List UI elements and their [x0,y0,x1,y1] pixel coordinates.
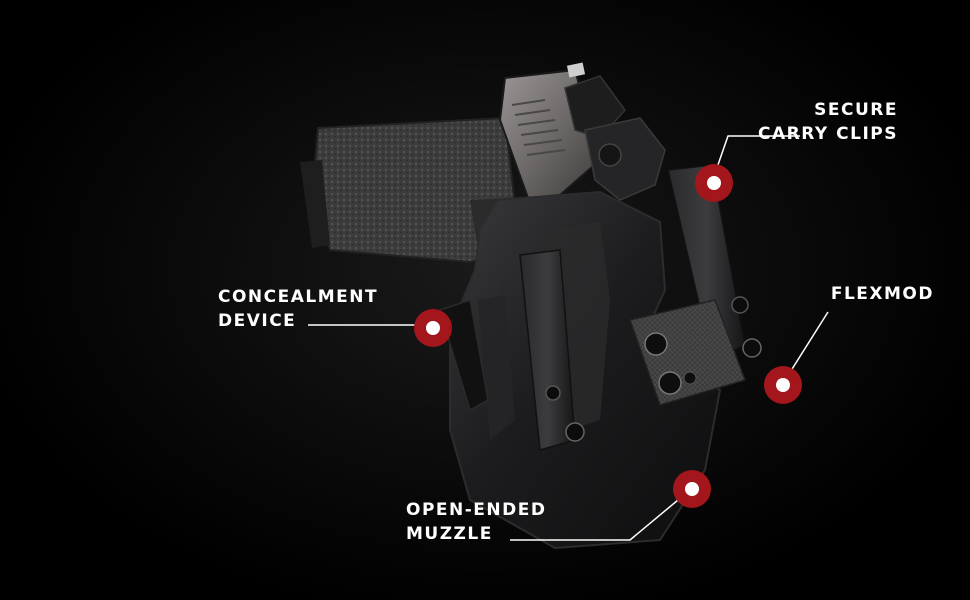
callout-open-ended-muzzle: OPEN-ENDED MUZZLE [406,498,546,546]
marker-concealment [414,309,452,347]
callout-flexmod: FLEXMOD [831,282,934,306]
callout-muzzle-line2: MUZZLE [406,524,493,544]
callout-secure-line2: CARRY CLIPS [758,124,898,144]
flexmod-strap [629,299,746,406]
callout-concealment-line2: DEVICE [218,311,297,331]
callout-secure-carry-clips: SECURE CARRY CLIPS [758,98,898,146]
marker-flexmod [764,366,802,404]
callout-concealment-line1: CONCEALMENT [218,287,379,307]
concealment-claw [439,299,489,412]
leader-line-muzzle [510,489,691,541]
marker-muzzle [673,470,711,508]
callout-flexmod-line1: FLEXMOD [830,284,934,304]
callout-muzzle-line1: OPEN-ENDED [406,500,547,520]
magazine-base [300,160,330,248]
callout-concealment-device: CONCEALMENT DEVICE [218,285,378,333]
callout-secure-line1: SECURE [814,100,898,120]
marker-secure-clips [695,164,733,202]
